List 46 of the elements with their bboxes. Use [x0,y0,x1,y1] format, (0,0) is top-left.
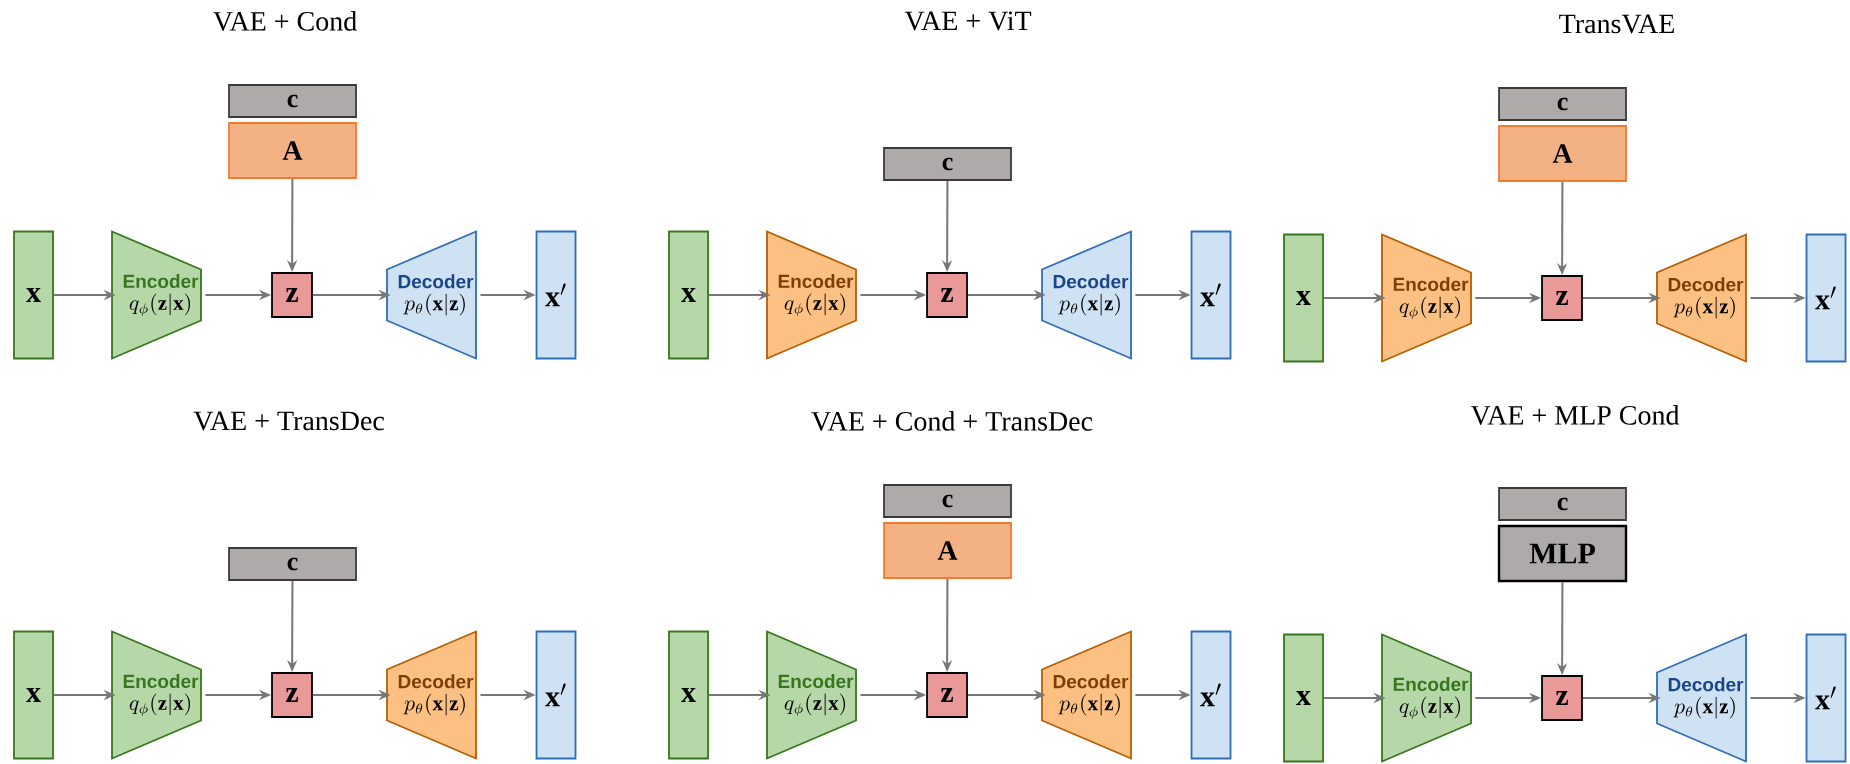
encoder-trapezoid: Encoder $q_{\phi}(\mathbf{z}|\mathbf{x})$ [1381,633,1472,763]
latent-box: $\mathbf{z}$ [271,672,313,718]
panel-title: TransVAE [1559,14,1674,34]
input-box: $\mathbf{x}$ [1283,633,1324,763]
input-box: $\mathbf{x}$ [13,230,54,360]
latent-box: $\mathbf{z}$ [926,672,968,718]
encoder-trapezoid: Encoder $q_{\phi}(\mathbf{z}|\mathbf{x})$ [766,630,857,760]
condition-box: $\mathbf{c}$ [228,547,357,581]
decoder-trapezoid: Decoder $p_{\theta}(\mathbf{x}|\mathbf{z})$ [1656,633,1747,763]
output-box: $\mathbf{x}'$ [535,630,577,760]
panel-title: VAE + Cond [213,11,357,31]
decoder-trapezoid: Decoder $p_{\theta}(\mathbf{x}|\mathbf{z})$ [386,230,477,360]
encoder-trapezoid: Encoder $q_{\phi}(\mathbf{z}|\mathbf{x})$ [766,230,857,360]
condition-box: $\mathbf{c}$ [883,147,1012,181]
encoder-trapezoid: Encoder $q_{\phi}(\mathbf{z}|\mathbf{x})$ [111,630,202,760]
latent-box: $\mathbf{z}$ [1541,275,1583,321]
panel-title: VAE + ViT [904,11,1032,31]
encoder-trapezoid: Encoder $q_{\phi}(\mathbf{z}|\mathbf{x})$ [111,230,202,360]
input-box: $\mathbf{x}$ [13,630,54,760]
attention-box: $\mathbf{A}$ [883,522,1012,579]
condition-box: $\mathbf{c}$ [1498,87,1627,121]
latent-box: $\mathbf{z}$ [271,272,313,318]
output-box: $\mathbf{x}'$ [1190,630,1232,760]
attention-box: $\mathbf{A}$ [1498,125,1627,182]
condition-box: $\mathbf{c}$ [883,484,1012,518]
panel-title: VAE + Cond + TransDec [811,411,1093,431]
panel-title: VAE + MLP Cond [1470,405,1680,425]
input-box: $\mathbf{x}$ [1283,233,1324,363]
output-box: $\mathbf{x}'$ [1805,633,1847,763]
decoder-trapezoid: Decoder $p_{\theta}(\mathbf{x}|\mathbf{z})$ [1656,233,1747,363]
condition-box: $\mathbf{c}$ [228,84,357,118]
output-box: $\mathbf{x}'$ [535,230,577,360]
output-box: $\mathbf{x}'$ [1805,233,1847,363]
encoder-trapezoid: Encoder $q_{\phi}(\mathbf{z}|\mathbf{x})$ [1381,233,1472,363]
decoder-trapezoid: Decoder $p_{\theta}(\mathbf{x}|\mathbf{z})$ [1041,630,1132,760]
attention-box: $\mathbf{A}$ [228,122,357,179]
panel-title: VAE + TransDec [193,411,384,431]
input-box: $\mathbf{x}$ [668,630,709,760]
decoder-trapezoid: Decoder $p_{\theta}(\mathbf{x}|\mathbf{z})$ [1041,230,1132,360]
mlp-box: $\mathbf{MLP}$ [1497,524,1628,583]
output-box: $\mathbf{x}'$ [1190,230,1232,360]
condition-box: $\mathbf{c}$ [1498,487,1627,521]
latent-box: $\mathbf{z}$ [926,272,968,318]
latent-box: $\mathbf{z}$ [1541,675,1583,721]
input-box: $\mathbf{x}$ [668,230,709,360]
decoder-trapezoid: Decoder $p_{\theta}(\mathbf{x}|\mathbf{z})$ [386,630,477,760]
